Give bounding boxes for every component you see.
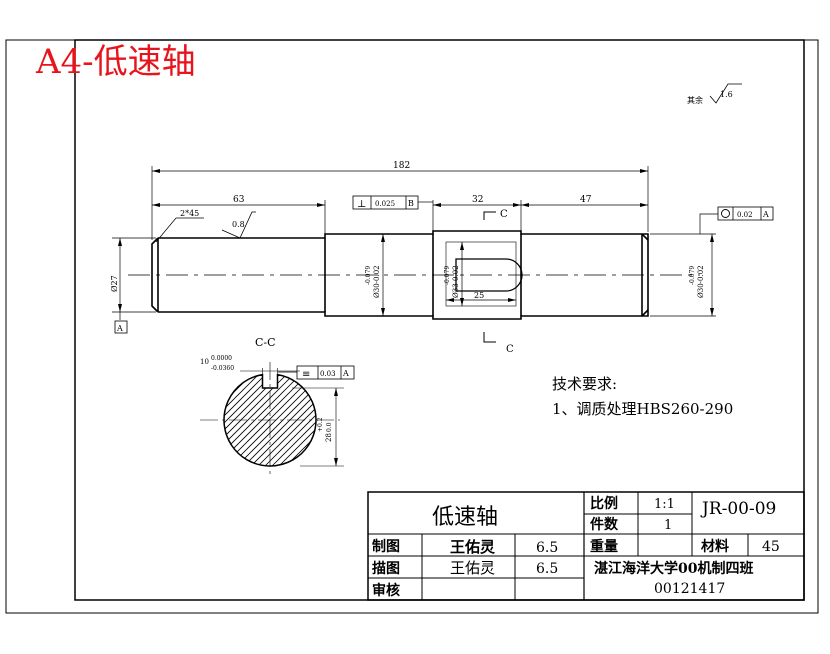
roughness-value: 1.6 <box>720 90 733 99</box>
roughness-symbol-local: 0.8 <box>221 211 256 239</box>
corner-title: A4-低速轴 <box>35 42 196 82</box>
gdt-symmetry: ≡ 0.03 A <box>278 365 355 380</box>
dim-keyway-length: 25 <box>474 291 484 300</box>
dim-dia-right: Ø30-0.02 <box>697 265 705 298</box>
dim-left-length: 63 <box>233 195 245 205</box>
section-hatch-line <box>328 360 448 480</box>
dim-dia-left: Ø27 <box>110 275 119 292</box>
dim-total-length: 182 <box>393 161 410 171</box>
gdt-sym-datum: A <box>342 369 349 378</box>
tb-drawing-no: JR-00-09 <box>700 499 776 519</box>
cut-label-bottom: C <box>506 344 514 355</box>
gdt-perp-datum: B <box>408 199 414 208</box>
section-hatch-line <box>90 360 210 480</box>
tb-scale-label: 比例 <box>590 495 618 512</box>
tb-review-label: 审核 <box>372 582 400 599</box>
section-view <box>90 360 448 480</box>
section-depth: 28 <box>325 433 333 442</box>
dim-dia-key-tol: -0.079 <box>444 266 451 285</box>
datum-a-label: A <box>116 324 123 333</box>
section-hatch-line <box>224 374 274 466</box>
section-cut-markers: C C <box>483 209 514 355</box>
section-depth-lower: 0.0 <box>326 422 333 432</box>
tb-scale-value: 1:1 <box>654 497 675 512</box>
gdt-perp-value: 0.025 <box>375 200 395 208</box>
datum-a-symbol: A <box>114 312 128 334</box>
keyway-section-box <box>445 241 517 307</box>
gdt-perpendicularity: ⊥ 0.025 B <box>352 195 433 210</box>
tb-traced-date: 6.5 <box>536 561 558 577</box>
gdt-roundness: 0.02 A <box>699 206 774 234</box>
tb-student-id: 00121417 <box>654 581 725 597</box>
tb-qty-value: 1 <box>664 518 672 533</box>
section-key-tol-upper: 0.0000 <box>211 355 232 362</box>
section-hatch-line <box>97 360 217 480</box>
shaft-outline <box>151 230 649 320</box>
dim-dia-mid-tol: -0.079 <box>365 266 372 285</box>
dim-mid-length: 32 <box>472 195 483 205</box>
chamfer-callout: 2*45 <box>155 209 204 243</box>
section-key-tol-lower: -0.0360 <box>211 365 234 372</box>
dim-dia-key: Ø33-0.02 <box>452 265 460 298</box>
gdt-perp-symbol-icon: ⊥ <box>357 199 366 210</box>
keyway-slot <box>455 258 523 292</box>
dim-dia-mid: Ø30-0.02 <box>373 265 381 298</box>
roughness-note: 其余 <box>687 95 703 105</box>
gdt-round-datum: A <box>762 210 769 219</box>
section-hatch-line <box>257 374 317 466</box>
gdt-sym-symbol-icon: ≡ <box>302 369 310 380</box>
roughness-local-value: 0.8 <box>232 220 245 229</box>
tb-part-name: 低速轴 <box>432 505 498 530</box>
tb-qty-label: 件数 <box>590 516 619 533</box>
tech-req-heading: 技术要求: <box>552 375 617 393</box>
tb-drawn-date: 6.5 <box>536 540 558 556</box>
section-hatch-line <box>264 374 317 466</box>
outer-frame <box>5 39 819 614</box>
tb-school: 湛江海洋大学00机制四班 <box>594 560 753 577</box>
dim-dia-right-tol: -0.079 <box>689 266 696 285</box>
section-hatch-line <box>224 374 281 466</box>
title-block <box>367 491 805 601</box>
dim-chamfer: 2*45 <box>180 209 199 218</box>
roughness-symbol-general: 其余 1.6 <box>687 83 742 105</box>
tb-traced-label: 描图 <box>372 560 400 577</box>
tb-material-label: 材料 <box>701 538 729 555</box>
tb-drawn-label: 制图 <box>372 538 400 555</box>
dimension-arrows <box>118 169 714 316</box>
dim-right-length: 47 <box>580 195 592 205</box>
gdt-sym-value: 0.03 <box>320 370 336 378</box>
dimension-lines <box>112 166 716 317</box>
gdt-round-symbol-icon <box>721 209 730 218</box>
section-hatch-line <box>224 374 309 466</box>
cut-label-top: C <box>500 209 508 220</box>
tb-traced-name: 王佑灵 <box>450 559 495 577</box>
section-key-width: 10 <box>200 358 209 366</box>
tb-drawn-name: 王佑灵 <box>450 538 496 556</box>
tb-weight-label: 重量 <box>590 538 618 555</box>
tb-material-value: 45 <box>762 539 780 555</box>
gdt-round-value: 0.02 <box>737 211 753 219</box>
section-depth-upper: +0.2 <box>317 417 324 432</box>
section-hatch-line <box>224 374 239 466</box>
section-label: C-C <box>255 336 276 349</box>
tech-req-item-1: 1、调质处理HBS260-290 <box>552 400 733 418</box>
